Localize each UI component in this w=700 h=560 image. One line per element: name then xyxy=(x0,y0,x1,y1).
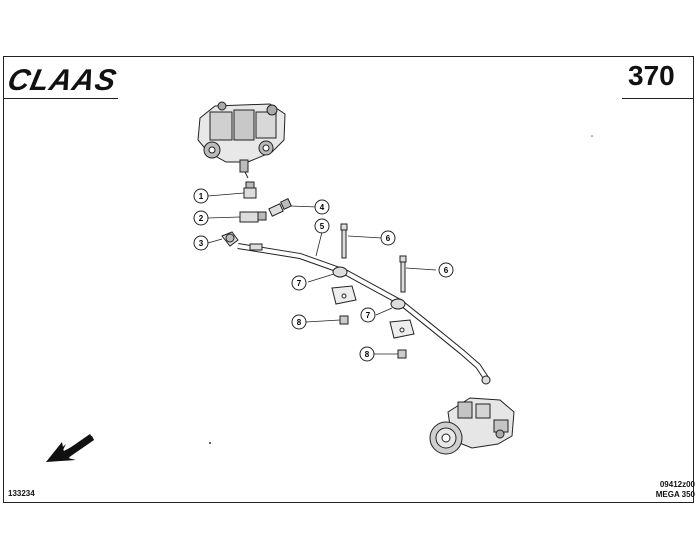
model-name: MEGA 350 xyxy=(655,490,695,499)
drawing-frame xyxy=(3,56,694,503)
fitting-1 xyxy=(243,181,257,199)
nut-8-upper xyxy=(339,315,349,325)
reference-code: 09412z00 xyxy=(659,480,695,489)
callout-3: 3 xyxy=(193,235,209,251)
leader-lines xyxy=(207,192,437,355)
callout-5: 5 xyxy=(314,218,330,234)
callout-4: 4 xyxy=(314,199,330,215)
svg-text:8: 8 xyxy=(365,350,370,359)
svg-text:7: 7 xyxy=(297,279,302,288)
fitting-4 xyxy=(268,198,292,217)
fitting-2 xyxy=(239,211,267,223)
callout-6-upper: 6 xyxy=(380,230,396,246)
svg-text:4: 4 xyxy=(320,203,325,212)
svg-text:1: 1 xyxy=(199,192,204,201)
callout-7-upper: 7 xyxy=(291,275,307,291)
svg-text:5: 5 xyxy=(320,222,325,231)
callout-8-upper: 8 xyxy=(291,314,307,330)
header-rule-right xyxy=(622,98,694,99)
speck xyxy=(209,442,211,444)
elbow-3 xyxy=(221,231,239,247)
header-rule-left xyxy=(3,98,118,99)
bolt-6-upper xyxy=(340,223,348,259)
nut-8-lower xyxy=(397,349,407,359)
clamp-7-lower xyxy=(389,298,415,339)
page-number: 370 xyxy=(628,60,675,91)
svg-text:3: 3 xyxy=(199,239,204,248)
callout-8-lower: 8 xyxy=(359,346,375,362)
callout-2: 2 xyxy=(193,210,209,226)
svg-text:8: 8 xyxy=(297,318,302,327)
svg-text:7: 7 xyxy=(366,311,371,320)
motor-assembly xyxy=(429,397,515,455)
bolt-6-lower xyxy=(399,255,407,293)
speck xyxy=(591,135,593,137)
clamp-7-upper xyxy=(331,266,357,305)
valve-block xyxy=(197,101,286,179)
arrow-down-left-icon xyxy=(46,434,94,462)
drawing-id: 133234 xyxy=(8,489,35,498)
svg-text:6: 6 xyxy=(386,234,391,243)
callout-6-lower: 6 xyxy=(438,262,454,278)
callout-7-lower: 7 xyxy=(360,307,376,323)
callout-1: 1 xyxy=(193,188,209,204)
svg-text:2: 2 xyxy=(199,214,204,223)
svg-text:6: 6 xyxy=(444,266,449,275)
hose-5 xyxy=(237,243,491,385)
